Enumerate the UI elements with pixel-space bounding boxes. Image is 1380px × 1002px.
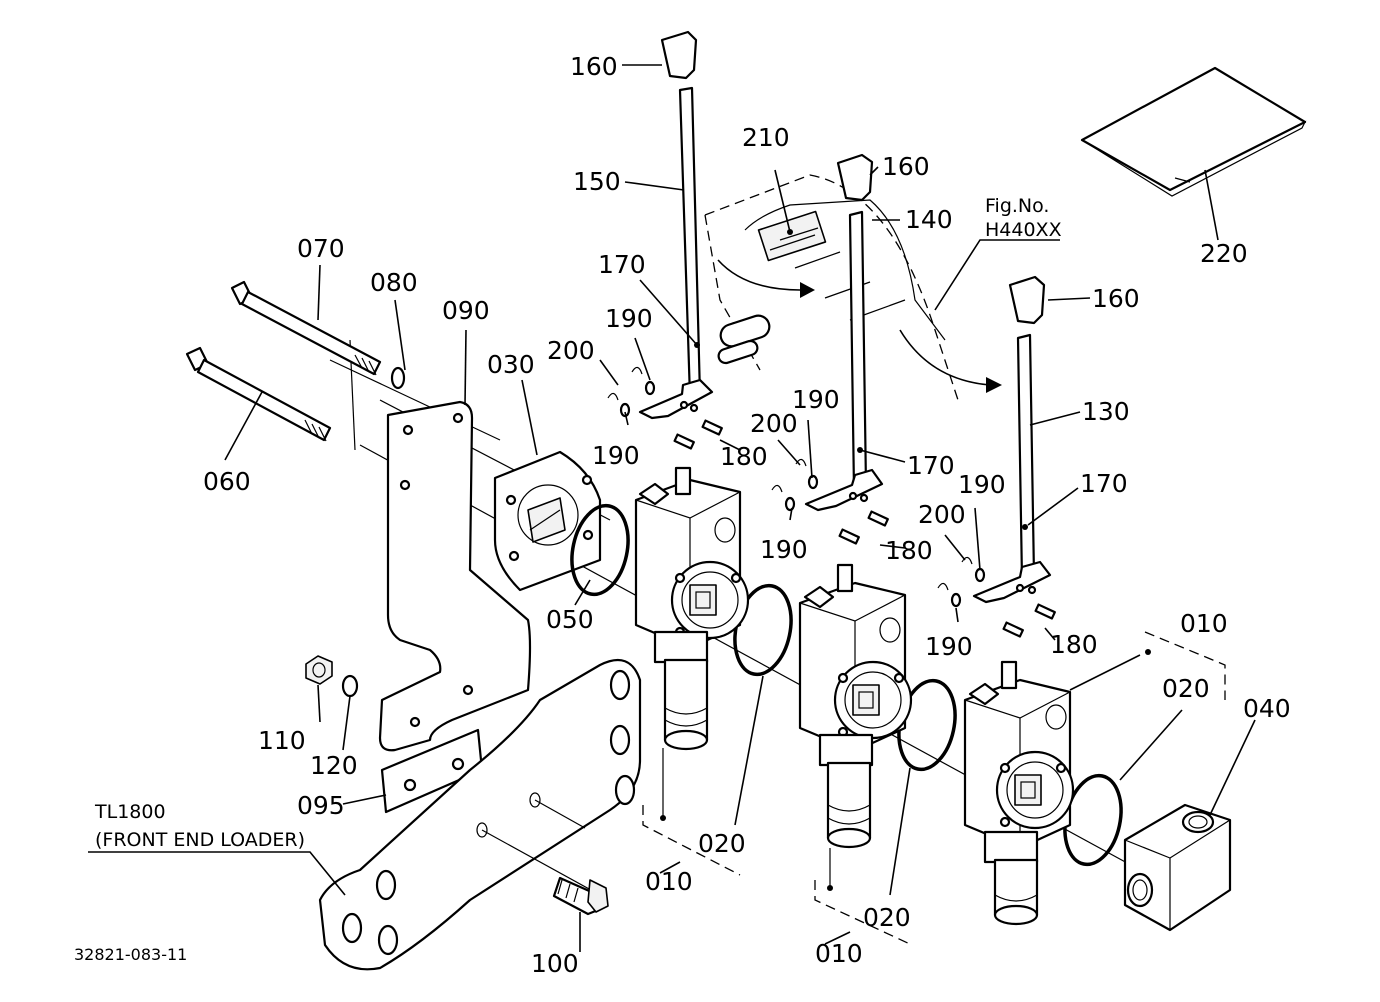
label-170: 170 [1080,469,1128,498]
figure-notes: Fig.No. H440XX TL1800 (FRONT END LOADER)… [74,195,1062,964]
valve-section-2 [798,563,913,849]
label-020: 020 [1162,674,1210,703]
label-010: 010 [815,939,863,968]
loader-bracket [318,658,642,971]
label-190: 190 [792,385,840,414]
label-160: 160 [570,52,618,81]
label-060: 060 [203,467,251,496]
fig-reference-line2: H440XX [985,219,1062,241]
figure-code: 32821-083-11 [74,945,187,964]
nut-110 [305,655,333,685]
label-095: 095 [297,791,345,820]
label-120: 120 [310,751,358,780]
bolt-070 [230,280,382,376]
label-030: 030 [487,350,535,379]
label-090: 090 [442,296,490,325]
label-100: 100 [531,949,579,978]
label-130: 130 [1082,397,1130,426]
label-160: 160 [1092,284,1140,313]
bolt-060 [185,346,332,442]
o-ring-050 [570,503,630,597]
label-220: 220 [1200,239,1248,268]
label-040: 040 [1243,694,1291,723]
label-010: 010 [645,867,693,896]
manual-illustration [1080,66,1307,197]
group-brackets-010 [642,631,1226,946]
label-190: 190 [760,535,808,564]
loader-note-line2: (FRONT END LOADER) [95,829,305,851]
washer-080 [390,366,406,390]
pins-and-clips [607,366,1056,638]
label-180: 180 [1050,630,1098,659]
label-180: 180 [885,536,933,565]
label-180: 180 [720,442,768,471]
label-080: 080 [370,268,418,297]
label-210: 210 [742,123,790,152]
label-140: 140 [905,205,953,234]
label-190: 190 [605,304,653,333]
label-170: 170 [907,451,955,480]
loader-note-line1: TL1800 [94,801,166,823]
leader-lines [88,64,1256,952]
reference-panel-outline [704,174,1002,401]
label-050: 050 [546,605,594,634]
label-070: 070 [297,234,345,263]
valve-section-1 [634,466,750,751]
lever-150 [638,30,714,420]
lever-130 [972,275,1052,604]
washer-120 [341,674,359,698]
label-190: 190 [592,441,640,470]
lever-140 [804,153,884,512]
label-150: 150 [573,167,621,196]
label-010: 010 [1180,609,1228,638]
label-110: 110 [258,726,306,755]
end-block-040 [1123,803,1232,932]
label-190: 190 [958,470,1006,499]
bolt-100 [552,876,609,916]
callout-labels: 160 160 160 150 140 130 210 220 170 170 … [203,52,1291,978]
label-170: 170 [598,250,646,279]
label-200: 200 [918,500,966,529]
label-160: 160 [882,152,930,181]
label-190: 190 [925,632,973,661]
fig-reference-line1: Fig.No. [985,195,1049,217]
bracket-090 [378,400,532,752]
label-020: 020 [698,829,746,858]
label-020: 020 [863,903,911,932]
label-200: 200 [750,409,798,438]
valve-section-3 [963,660,1075,926]
label-200: 200 [547,336,595,365]
